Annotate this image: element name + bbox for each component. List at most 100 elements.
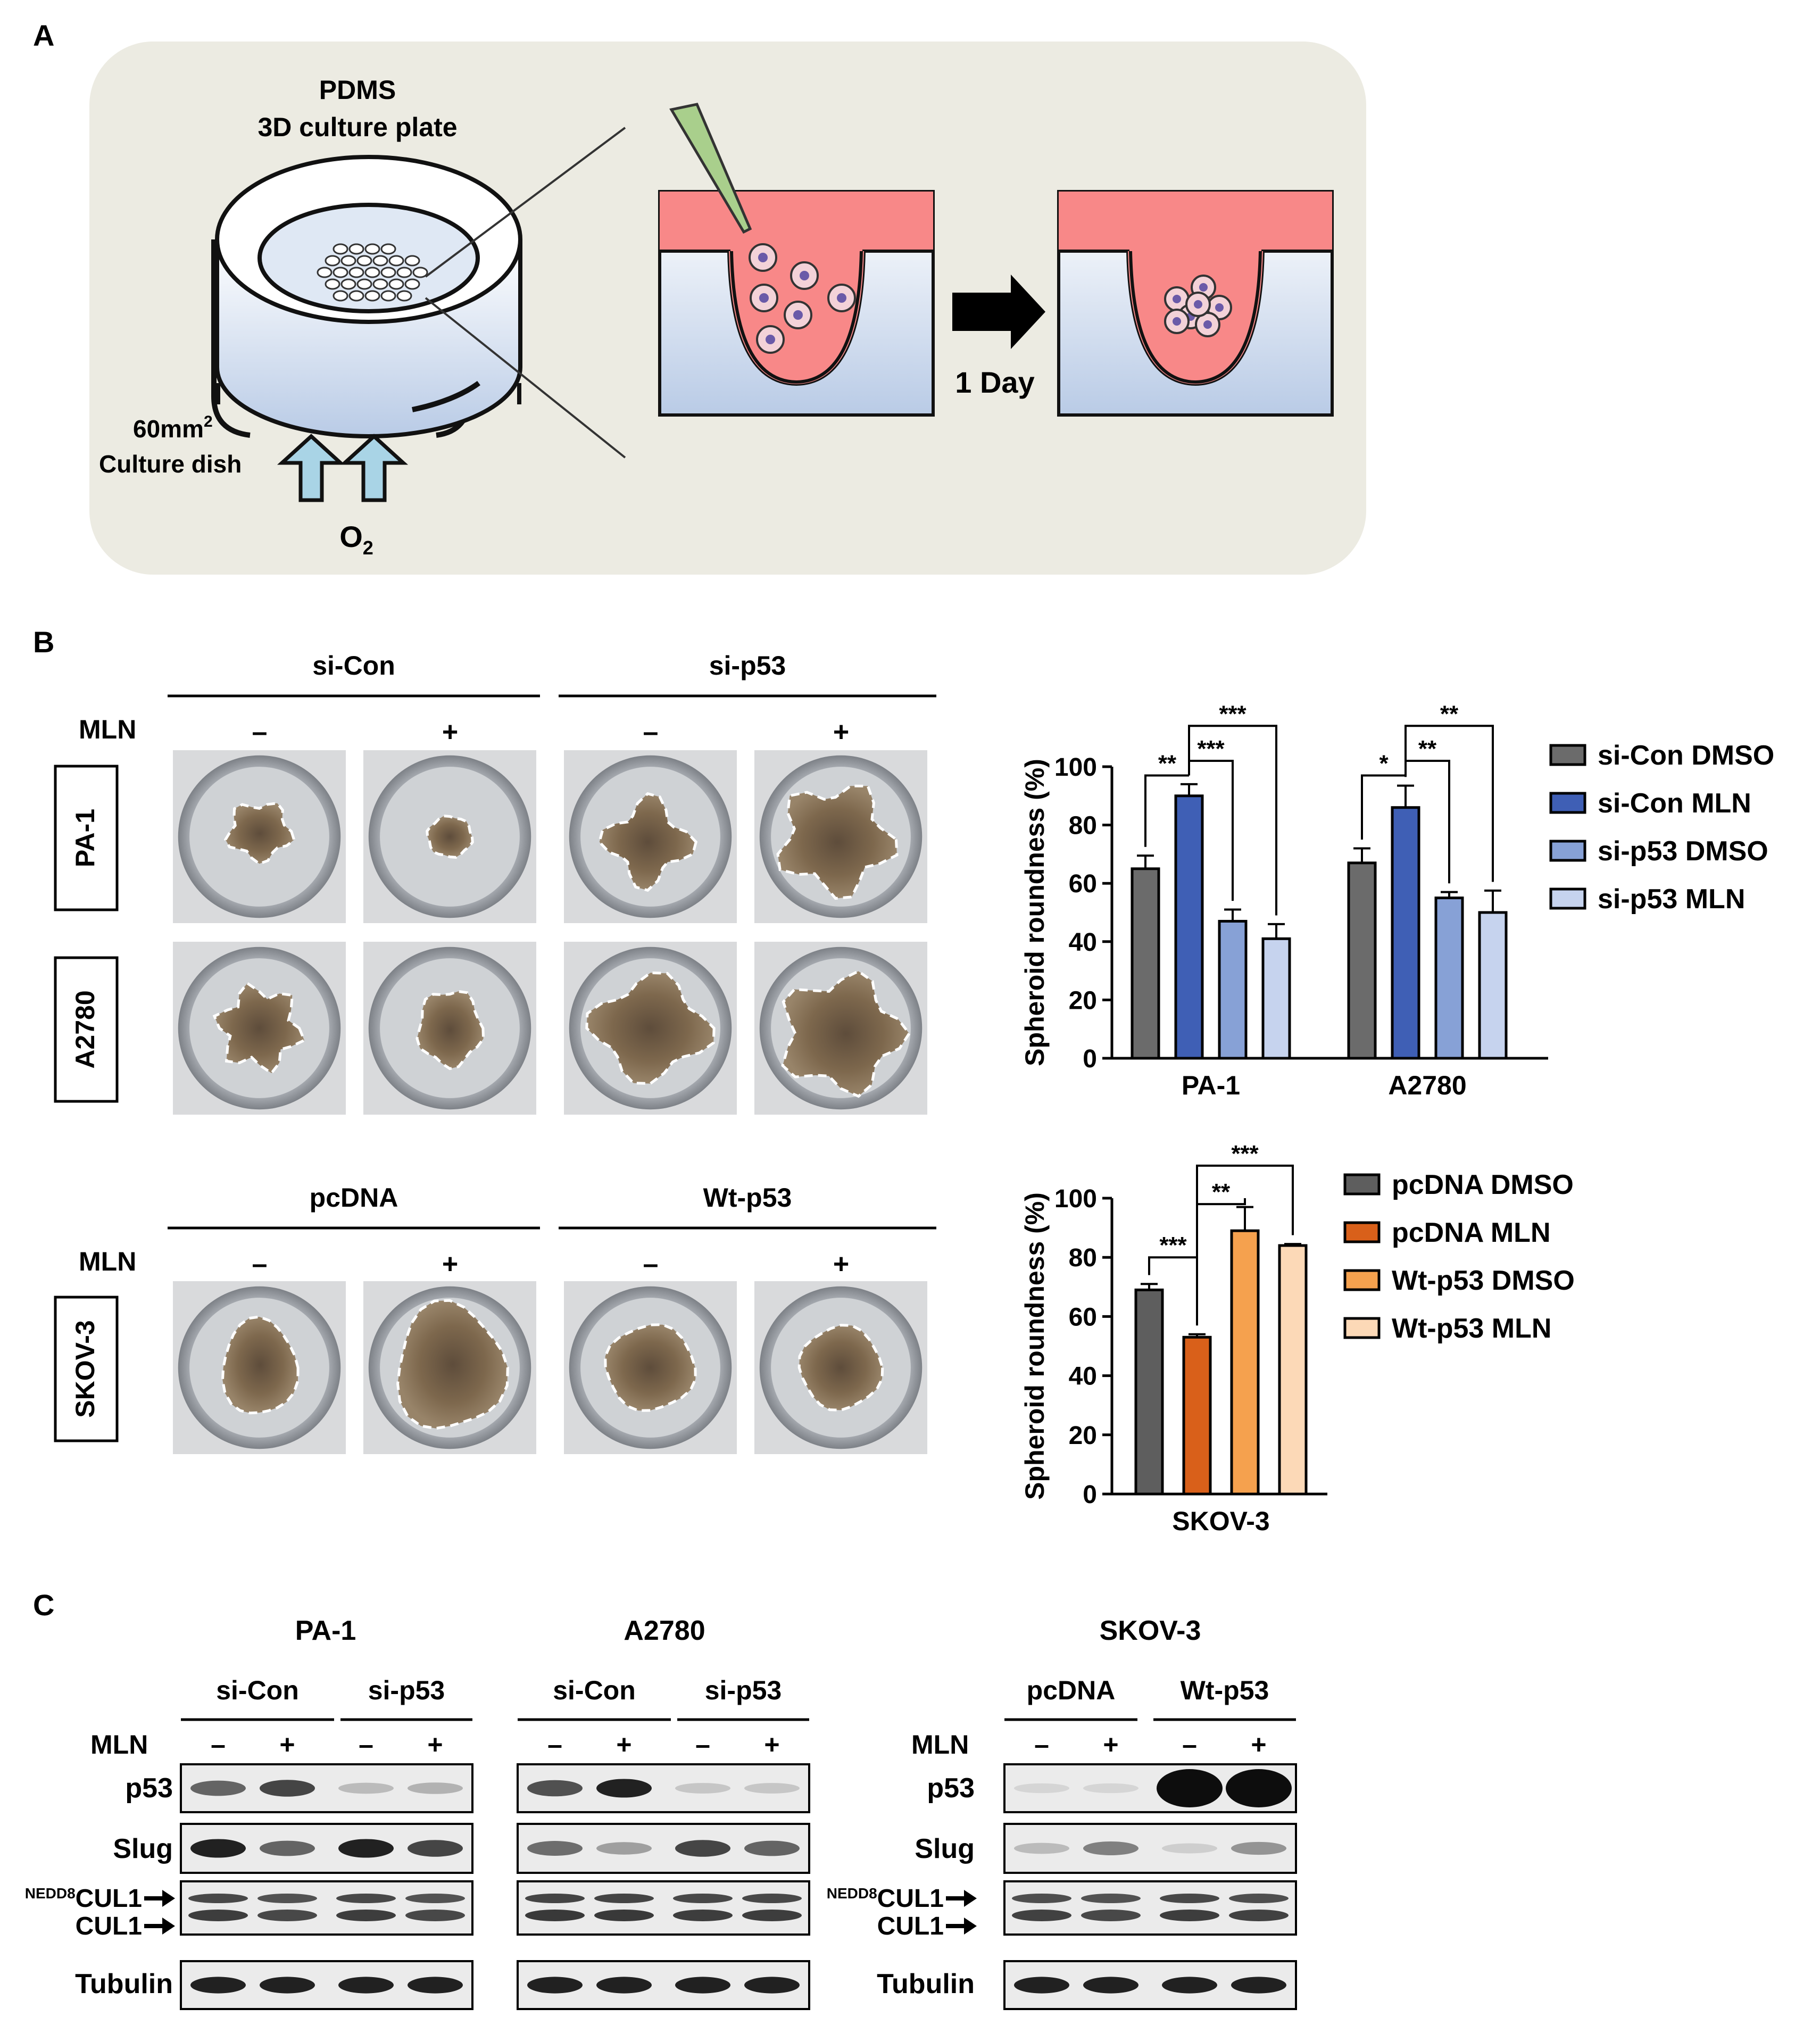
blot-mln-label: MLN (90, 1730, 148, 1760)
significance-bracket (1188, 725, 1277, 916)
treatment-mark: + (442, 1249, 458, 1280)
spheroid-micrograph (173, 750, 346, 923)
significance-label: *** (1197, 736, 1225, 762)
bar (1182, 1335, 1212, 1496)
blot-band (1012, 1910, 1071, 1921)
blot-treatment-mark: + (764, 1730, 779, 1760)
blot-group-label: si-p53 (705, 1675, 782, 1705)
microwell (412, 267, 428, 278)
cell-line-label: SKOV-3 (70, 1320, 100, 1417)
blot-band (336, 1894, 396, 1903)
blot-mln-label: MLN (911, 1730, 969, 1760)
group-label: Wt-p53 (703, 1183, 792, 1213)
blot-group-label: Wt-p53 (1181, 1675, 1269, 1705)
y-tick-label: 40 (1069, 1363, 1097, 1391)
microwell (348, 243, 364, 255)
blot-group-label: si-Con (216, 1675, 299, 1705)
legend-swatch (1343, 1317, 1381, 1339)
cell-nucleus (759, 293, 769, 303)
y-tick-label: 0 (1083, 1045, 1097, 1073)
blot-label-tubulin: Tubulin (877, 1969, 975, 1999)
bar (1391, 806, 1420, 1060)
microwell (380, 243, 396, 255)
dish-label-line2: Culture dish (99, 450, 242, 478)
blot-band (188, 1910, 248, 1921)
cell-nucleus (758, 253, 768, 262)
microwell (364, 243, 380, 255)
microwell (388, 278, 404, 290)
arrow-right-icon (144, 1890, 175, 1907)
microwell (404, 278, 420, 290)
panel-label-c: C (33, 1588, 54, 1622)
cell-nucleus (1215, 303, 1224, 312)
blot-band (525, 1910, 585, 1921)
blot-band (338, 1782, 394, 1794)
blot-membrane (517, 1880, 810, 1936)
blot-band (1162, 1977, 1217, 1994)
blot-treatment-mark: – (211, 1730, 226, 1760)
blot-band (525, 1894, 585, 1903)
blot-cell-line: A2780 (624, 1615, 705, 1646)
y-tick-label: 0 (1083, 1481, 1097, 1509)
blot-treatment-mark: + (279, 1730, 295, 1760)
legend-label: si-Con DMSO (1598, 740, 1774, 771)
spheroid-micrograph (564, 750, 737, 923)
blot-band (1014, 1843, 1069, 1854)
y-tick-label: 80 (1069, 1244, 1097, 1272)
microwell (372, 255, 388, 267)
y-tick-label: 100 (1054, 753, 1097, 782)
y-tick-label: 40 (1069, 928, 1097, 957)
group-label: si-Con (312, 651, 395, 680)
blot-group-label: si-p53 (368, 1675, 445, 1705)
spheroid-micrograph (363, 942, 536, 1115)
blot-band (527, 1841, 583, 1856)
y-tick-label: 80 (1069, 812, 1097, 840)
blot-membrane (1003, 1823, 1297, 1874)
spheroid-micrograph (363, 750, 536, 923)
cell-nucleus (793, 310, 803, 320)
blot-membrane (180, 1880, 473, 1936)
blot-band (675, 1783, 730, 1794)
microwell (404, 255, 420, 267)
blot-band (1229, 1894, 1289, 1903)
microwell (364, 267, 380, 278)
bar (1434, 897, 1464, 1060)
blot-label-tubulin: Tubulin (75, 1969, 173, 1999)
bar (1230, 1229, 1260, 1496)
blot-band (1226, 1769, 1292, 1807)
cell-nucleus (1194, 300, 1202, 309)
legend-label: Wt-p53 DMSO (1392, 1265, 1575, 1296)
spheroid-micrograph (173, 942, 346, 1115)
blot-label-nedd8-cul1: NEDD8CUL1 (25, 1885, 142, 1913)
significance-label: *** (1159, 1232, 1187, 1258)
blot-band (1157, 1769, 1223, 1807)
legend-swatch (1549, 744, 1586, 766)
blot-label-slug: Slug (915, 1833, 975, 1864)
blot-label-p53: p53 (927, 1773, 975, 1804)
cell-suspension (749, 243, 856, 354)
microwell (380, 290, 396, 302)
dish-label-line1: 60mm2 (133, 413, 213, 443)
zoom-line-bottom (425, 297, 626, 459)
blot-band (336, 1910, 396, 1921)
spheroid-micrograph (173, 1281, 346, 1454)
legend-swatch (1343, 1221, 1381, 1243)
blot-band (742, 1910, 802, 1921)
group-label: pcDNA (310, 1183, 398, 1213)
process-arrow-icon (952, 275, 1045, 349)
blot-band (260, 1780, 315, 1797)
blot-band (1083, 1977, 1138, 1994)
bar (1278, 1244, 1308, 1496)
microwell (348, 267, 364, 278)
mln-label: MLN (79, 715, 136, 744)
y-axis-label: Spheroid roundness (%) (1020, 759, 1050, 1066)
blot-band (260, 1840, 315, 1856)
blot-band (188, 1894, 248, 1903)
blot-group-label: si-Con (553, 1675, 636, 1705)
blot-band (260, 1977, 315, 1994)
